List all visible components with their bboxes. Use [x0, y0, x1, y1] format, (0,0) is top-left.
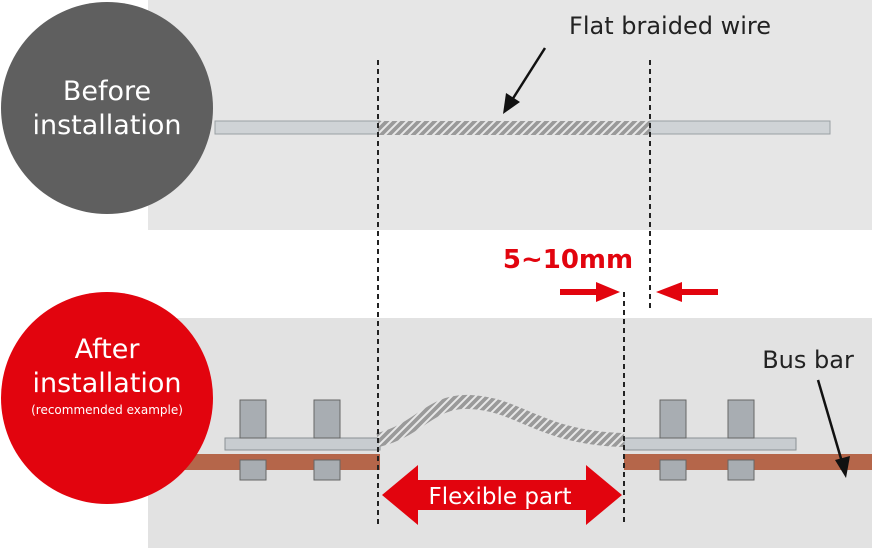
bus-bar-label: Bus bar	[762, 346, 854, 374]
flexible-part-arrow: Flexible part	[382, 465, 622, 525]
flat-braided-wire-label: Flat braided wire	[569, 12, 771, 40]
arrow-icon	[503, 47, 547, 114]
flexible-part-label: Flexible part	[429, 484, 572, 510]
after-installation-badge: After installation (recommended example)	[1, 292, 213, 504]
bolts	[239, 399, 755, 481]
gap-arrows-icon	[560, 282, 718, 302]
after-line1: After	[75, 334, 141, 365]
after-line3: (recommended example)	[31, 403, 183, 417]
guide-lines	[377, 60, 651, 525]
flat-braided-wire-straight	[214, 120, 831, 135]
after-line2: installation	[32, 368, 181, 399]
before-installation-badge: Before installation	[1, 2, 213, 214]
flat-braided-wire-bent	[376, 394, 625, 447]
bus-bar-arrow-icon	[816, 379, 850, 478]
before-line2: installation	[32, 110, 181, 141]
before-photo	[148, 0, 872, 230]
gap-label: 5~10mm	[503, 245, 633, 275]
before-line1: Before	[63, 76, 151, 107]
